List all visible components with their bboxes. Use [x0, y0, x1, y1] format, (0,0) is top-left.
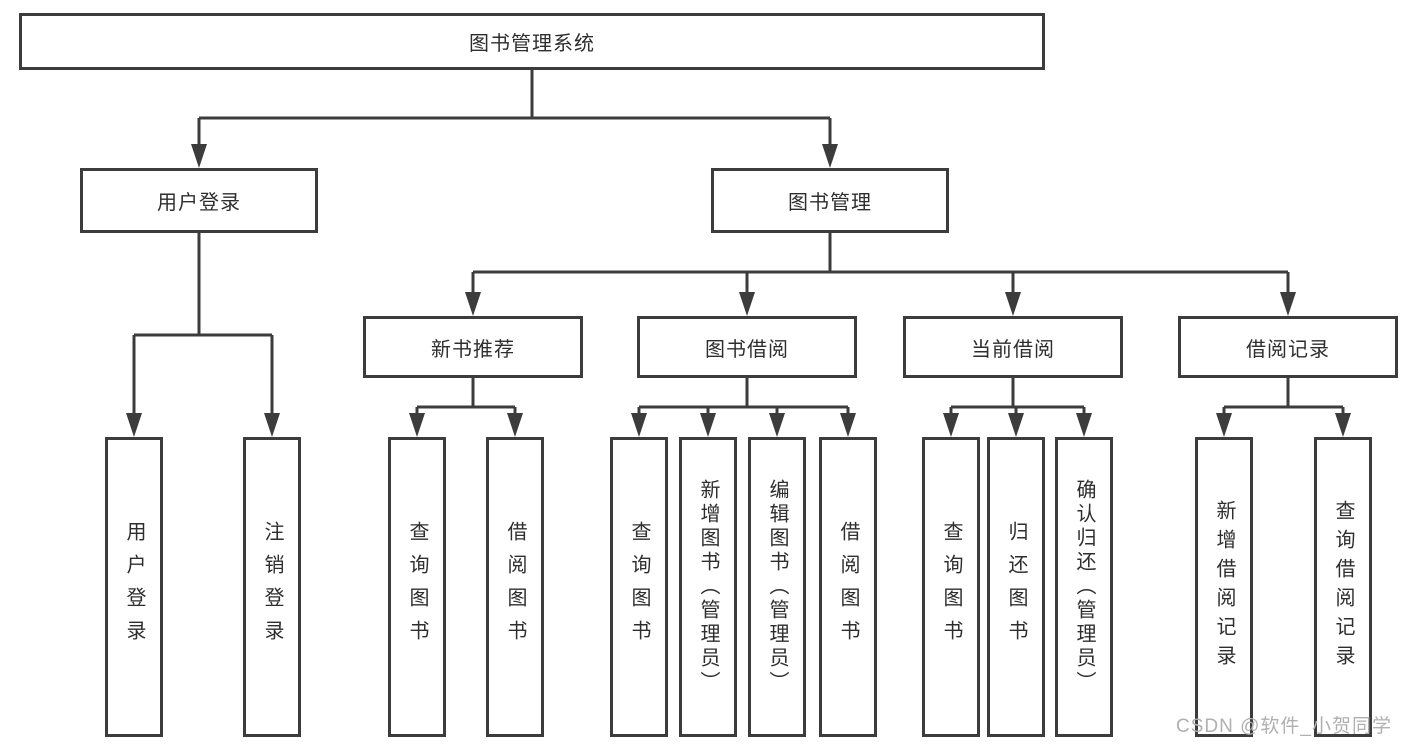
node-book-borrow: 图书借阅	[637, 316, 857, 378]
leaf-borrow-add-books-admin-label: 新增图书（管理员）	[697, 479, 719, 695]
leaf-records-add-borrow-record-label: 新增借阅记录	[1213, 500, 1235, 674]
leaf-records-add-borrow-record: 新增借阅记录	[1195, 437, 1253, 737]
leaf-borrow-query-books: 查询图书	[610, 437, 668, 737]
leaf-recommend-query-books-label: 查询图书	[406, 521, 428, 653]
leaf-user-login: 用户登录	[105, 437, 163, 737]
node-borrow-records-label: 借阅记录	[1246, 338, 1330, 361]
leaf-current-query-books: 查询图书	[922, 437, 980, 737]
leaf-logout-login: 注销登录	[243, 437, 301, 737]
leaf-borrow-add-books-admin: 新增图书（管理员）	[679, 437, 737, 737]
node-borrow-records: 借阅记录	[1178, 316, 1398, 378]
leaf-borrow-edit-books-admin-label: 编辑图书（管理员）	[766, 479, 788, 695]
leaf-borrow-borrow-books: 借阅图书	[819, 437, 877, 737]
leaf-logout-login-label: 注销登录	[261, 521, 283, 653]
leaf-recommend-borrow-books-label: 借阅图书	[504, 521, 526, 653]
node-book-management: 图书管理	[711, 168, 949, 233]
node-library-system-label: 图书管理系统	[469, 33, 595, 55]
node-current-borrow: 当前借阅	[903, 316, 1123, 378]
leaf-recommend-query-books: 查询图书	[388, 437, 446, 737]
leaf-borrow-borrow-books-label: 借阅图书	[837, 521, 859, 653]
csdn-watermark: CSDN @软件_小贺同学	[1176, 716, 1392, 737]
leaf-current-return-books-label: 归还图书	[1005, 521, 1027, 653]
node-book-management-label: 图书管理	[788, 192, 872, 214]
node-book-borrow-label: 图书借阅	[705, 338, 789, 361]
node-library-system: 图书管理系统	[19, 13, 1045, 70]
leaf-current-confirm-return-admin-label: 确认归还（管理员）	[1073, 479, 1095, 695]
leaf-current-confirm-return-admin: 确认归还（管理员）	[1055, 437, 1113, 737]
node-user-login: 用户登录	[80, 168, 318, 233]
leaf-records-query-borrow-record: 查询借阅记录	[1314, 437, 1372, 737]
node-current-borrow-label: 当前借阅	[971, 338, 1055, 361]
node-new-book-recommend: 新书推荐	[363, 316, 583, 378]
leaf-records-query-borrow-record-label: 查询借阅记录	[1332, 500, 1354, 674]
leaf-current-query-books-label: 查询图书	[940, 521, 962, 653]
leaf-recommend-borrow-books: 借阅图书	[486, 437, 544, 737]
node-new-book-recommend-label: 新书推荐	[431, 338, 515, 361]
leaf-borrow-edit-books-admin: 编辑图书（管理员）	[748, 437, 806, 737]
node-user-login-label: 用户登录	[157, 192, 241, 214]
leaf-user-login-label: 用户登录	[123, 521, 145, 653]
leaf-borrow-query-books-label: 查询图书	[628, 521, 650, 653]
leaf-current-return-books: 归还图书	[987, 437, 1045, 737]
